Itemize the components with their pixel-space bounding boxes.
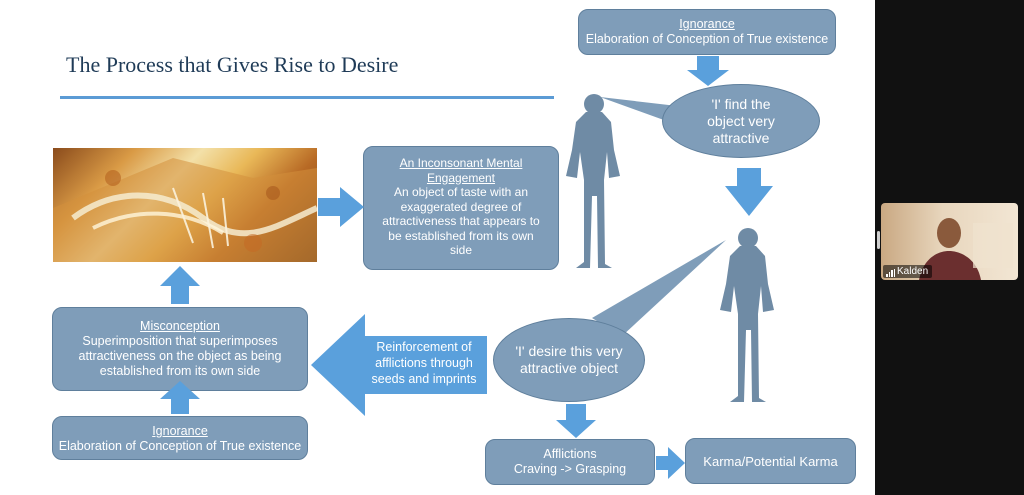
ignorance-top-box: Ignorance Elaboration of Conception of T… bbox=[578, 9, 836, 55]
misconception-box: Misconception Superimposition that super… bbox=[52, 307, 308, 391]
arrow-up-image bbox=[160, 266, 200, 304]
reinforcement-arrow bbox=[311, 314, 487, 416]
woman-silhouette-top bbox=[566, 94, 620, 268]
panel-resize-handle[interactable] bbox=[877, 231, 880, 249]
ignorance-top-text: Elaboration of Conception of True existe… bbox=[585, 32, 829, 46]
ellipse-desire-object: 'I' desire this very attractive object bbox=[493, 318, 645, 402]
signal-strength-icon bbox=[886, 269, 895, 277]
reinforcement-line-1: Reinforcement of bbox=[376, 340, 472, 354]
arrow-right-engagement bbox=[318, 187, 364, 227]
afflictions-box: Afflictions Craving -> Grasping bbox=[485, 439, 655, 485]
slide: The Process that Gives Rise to Desire Ig… bbox=[0, 0, 875, 495]
engagement-text-line-1: An object of taste with an bbox=[393, 185, 529, 199]
participant-name-tag: Kalden bbox=[883, 265, 933, 278]
mental-engagement-box: An Inconsonant Mental Engagement An obje… bbox=[363, 146, 559, 270]
ellipse-find-line-3: attractive bbox=[712, 129, 770, 146]
speech-tail-desire bbox=[592, 240, 726, 336]
engagement-heading-line-2: Engagement bbox=[426, 170, 496, 185]
ignorance-bottom-heading: Ignorance bbox=[152, 424, 208, 438]
participant-avatar bbox=[919, 218, 1013, 280]
page-title: The Process that Gives Rise to Desire bbox=[66, 52, 399, 77]
afflictions-text: Craving -> Grasping bbox=[513, 462, 627, 476]
ellipse-find-attractive: 'I' find the object very attractive bbox=[662, 84, 820, 158]
pizza-illustration bbox=[53, 158, 317, 262]
reinforcement-text: Reinforcement of afflictions through see… bbox=[362, 339, 486, 387]
arrow-right-karma bbox=[656, 447, 685, 479]
ellipse-find-line-2: object very bbox=[707, 112, 775, 129]
afflictions-heading: Afflictions bbox=[543, 447, 597, 461]
ellipse-desire-line-2: attractive object bbox=[519, 360, 619, 376]
ignorance-bottom-text: Elaboration of Conception of True existe… bbox=[58, 439, 302, 453]
misconception-text-line-2: attractiveness on the object as being bbox=[78, 349, 282, 363]
arrow-up-misconception bbox=[160, 381, 200, 414]
misconception-heading: Misconception bbox=[140, 319, 220, 333]
misconception-text-line-3: established from its own side bbox=[99, 364, 261, 378]
arrow-down-middle bbox=[725, 168, 773, 216]
arrow-down-afflictions bbox=[556, 404, 596, 438]
ignorance-top-heading: Ignorance bbox=[679, 17, 735, 31]
engagement-text-line-2: exaggerated degree of bbox=[400, 199, 522, 214]
participant-video-tile[interactable]: Kalden bbox=[881, 203, 1018, 280]
reinforcement-line-2: afflictions through bbox=[375, 356, 473, 370]
reinforcement-line-3: seeds and imprints bbox=[371, 372, 477, 386]
ignorance-bottom-box: Ignorance Elaboration of Conception of T… bbox=[52, 416, 308, 460]
engagement-text-line-3: attractiveness that appears to bbox=[382, 214, 540, 228]
karma-text: Karma/Potential Karma bbox=[703, 453, 838, 469]
title-underline bbox=[60, 96, 554, 99]
woman-silhouette-bottom bbox=[720, 228, 774, 402]
engagement-text-line-4: be established from its own bbox=[388, 228, 534, 243]
karma-box: Karma/Potential Karma bbox=[685, 438, 856, 484]
diagram-overlay bbox=[160, 56, 774, 479]
engagement-text-line-5: side bbox=[449, 243, 472, 257]
ellipse-desire-line-1: 'I' desire this very bbox=[515, 343, 623, 359]
engagement-heading-line-1: An Inconsonant Mental bbox=[399, 156, 523, 170]
ellipse-find-line-1: 'I' find the bbox=[711, 95, 771, 112]
participant-name: Kalden bbox=[897, 266, 929, 277]
pizza-image bbox=[53, 148, 317, 262]
misconception-text-line-1: Superimposition that superimposes bbox=[82, 334, 278, 348]
arrow-down-top bbox=[687, 56, 729, 86]
